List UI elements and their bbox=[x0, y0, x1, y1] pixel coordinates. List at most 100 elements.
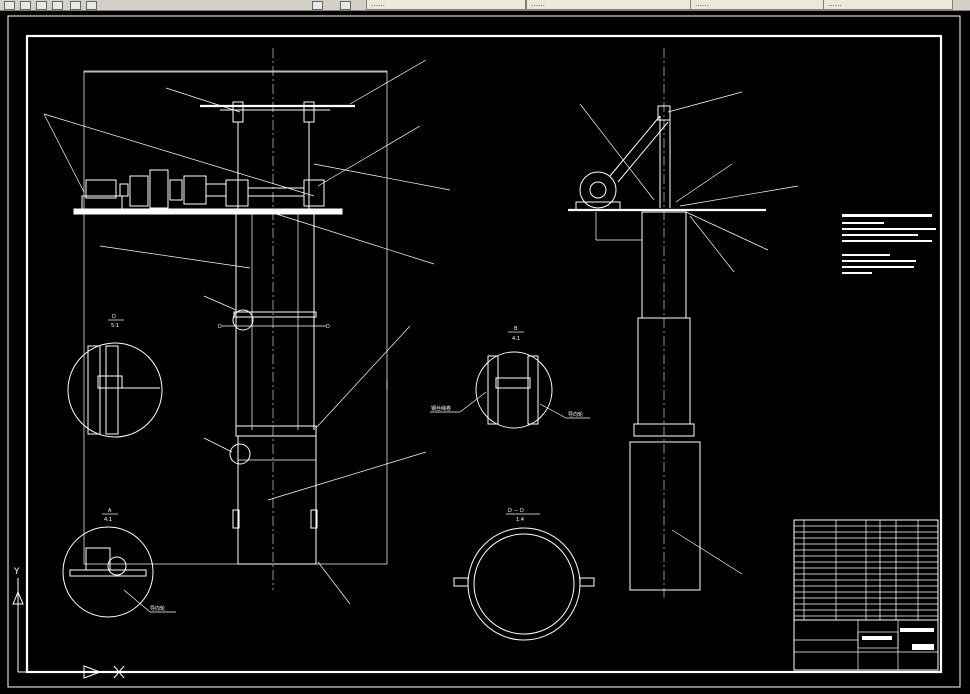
side-rope-diagonal bbox=[609, 115, 661, 177]
section-dd: D — D 1:4 bbox=[453, 508, 595, 641]
detail-b-circle bbox=[475, 351, 553, 429]
leader-8 bbox=[99, 245, 251, 269]
flange-a bbox=[233, 311, 317, 318]
side-leader-7 bbox=[671, 529, 743, 575]
print-icon[interactable] bbox=[52, 1, 63, 10]
section-dd-scale: 1:4 bbox=[516, 517, 524, 523]
front-view: D D bbox=[73, 48, 388, 590]
lower-rope-clamp-right bbox=[310, 509, 318, 529]
winch-shaft bbox=[247, 187, 305, 197]
detail-circle-b bbox=[229, 443, 251, 465]
detail-a-title: A bbox=[108, 508, 112, 514]
leader-7 bbox=[269, 211, 435, 265]
notes-line-3 bbox=[842, 228, 936, 230]
leader-10 bbox=[315, 325, 411, 429]
front-view-boundary bbox=[83, 70, 388, 565]
detail-b-left-callout: 钢丝绳卷 bbox=[431, 405, 451, 412]
side-leader-1 bbox=[579, 103, 655, 201]
detail-d-bolt bbox=[97, 375, 123, 389]
gearbox-1 bbox=[129, 175, 149, 207]
title-block-drawing-fill bbox=[862, 636, 892, 640]
notes-line-9 bbox=[842, 272, 872, 274]
detail-a-plate bbox=[69, 569, 147, 577]
plot-icon[interactable] bbox=[70, 1, 81, 10]
leader-13 bbox=[317, 561, 351, 605]
coupling-1 bbox=[119, 183, 129, 197]
side-top-pulley bbox=[657, 105, 671, 121]
ucs-x-arrow bbox=[83, 665, 102, 679]
side-view-leaders bbox=[579, 91, 799, 575]
side-winch-base bbox=[575, 201, 621, 211]
detail-b: B 4:1 钢丝绳卷 导向轮 bbox=[430, 326, 590, 429]
detail-b-title: B bbox=[514, 326, 518, 332]
leader-5 bbox=[317, 125, 421, 187]
detail-b-scale: 4:1 bbox=[512, 336, 520, 342]
preview-icon[interactable] bbox=[86, 1, 97, 10]
notes-line-6 bbox=[842, 254, 890, 256]
detail-a-wheel bbox=[107, 556, 127, 576]
tab-layer[interactable]: …… bbox=[366, 0, 526, 10]
title-block bbox=[793, 519, 939, 671]
notes-line-4 bbox=[842, 234, 918, 236]
detail-d: D 5:1 bbox=[67, 314, 163, 438]
notes-line-8 bbox=[842, 266, 914, 268]
detail-a: A 4:1 导向轮 bbox=[62, 508, 176, 618]
detail-circle-d bbox=[232, 309, 254, 331]
side-view bbox=[568, 48, 766, 600]
ucs-y-label: Y bbox=[13, 567, 20, 577]
detail-b-left-leader bbox=[459, 391, 487, 413]
section-dd-lug-left bbox=[453, 577, 469, 587]
detail-d-wall bbox=[87, 345, 101, 435]
detail-d-title: D bbox=[112, 314, 116, 320]
side-flange bbox=[633, 423, 695, 437]
outer-frame bbox=[7, 15, 961, 688]
coupling-2 bbox=[169, 179, 183, 201]
side-leader-3 bbox=[675, 163, 733, 203]
cad-drawing-canvas[interactable]: D D D 5:1 bbox=[0, 10, 970, 694]
detail-d-scale: 5:1 bbox=[111, 323, 119, 329]
drive-train bbox=[81, 169, 325, 210]
file-icon[interactable] bbox=[4, 1, 15, 10]
notes-line-1 bbox=[842, 214, 932, 217]
detail-d-circle bbox=[67, 342, 163, 438]
leader-3 bbox=[165, 87, 241, 113]
leader-4 bbox=[349, 59, 427, 105]
side-leader-2 bbox=[667, 91, 743, 113]
brake-disc bbox=[183, 175, 207, 205]
notes-line-7 bbox=[842, 260, 916, 262]
tab-linetype[interactable]: …… bbox=[690, 0, 825, 10]
detail-b-joint bbox=[495, 377, 531, 389]
side-winch-drum bbox=[579, 171, 617, 209]
tab-lineweight[interactable]: …… bbox=[823, 0, 953, 10]
section-dd-inner bbox=[473, 533, 575, 635]
section-d-right-mark: D bbox=[326, 324, 330, 330]
ucs-x-mark-2 bbox=[113, 665, 125, 679]
side-leader-5 bbox=[685, 211, 769, 251]
detail-a-leader bbox=[123, 589, 151, 613]
save-icon[interactable] bbox=[36, 1, 47, 10]
layer-icon[interactable] bbox=[312, 1, 323, 10]
notes-line-2 bbox=[842, 222, 884, 224]
leader-6 bbox=[313, 163, 451, 191]
detail-d-inner-wall bbox=[105, 345, 119, 435]
section-dd-title: D — D bbox=[508, 508, 524, 514]
title-block-code bbox=[900, 628, 934, 632]
side-winch-hub bbox=[589, 181, 607, 199]
detail-b-wall-left bbox=[487, 355, 499, 425]
detail-a-callout: 导向轮 bbox=[150, 605, 165, 612]
base-platform bbox=[73, 208, 343, 215]
leader-1 bbox=[43, 113, 85, 193]
technical-notes bbox=[842, 214, 936, 274]
section-dd-lug-right bbox=[579, 577, 595, 587]
front-view-leaders bbox=[43, 59, 451, 605]
winch-drum-left bbox=[225, 179, 249, 207]
open-icon[interactable] bbox=[20, 1, 31, 10]
leader-2 bbox=[43, 113, 315, 197]
properties-icon[interactable] bbox=[340, 1, 351, 10]
detail-a-scale: 4:1 bbox=[104, 517, 112, 523]
tab-color[interactable]: …… bbox=[526, 0, 691, 10]
side-leader-6 bbox=[689, 215, 735, 273]
inner-frame bbox=[25, 34, 943, 674]
lower-tube bbox=[237, 435, 317, 565]
leader-12 bbox=[267, 451, 427, 501]
